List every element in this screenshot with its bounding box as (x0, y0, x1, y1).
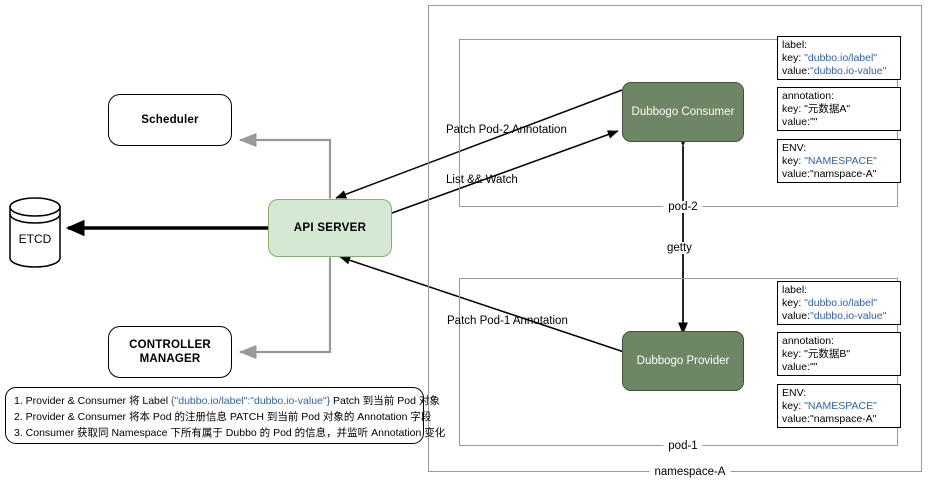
legend-line-1: 1. Provider & Consumer 将 Label {"dubbo.i… (14, 395, 440, 407)
pod-2-frame-label: pod-2 (663, 201, 703, 213)
etcd-label: ETCD (18, 232, 52, 246)
edge-apiserver-to-scheduler (238, 132, 338, 215)
dubbogo-provider-label: Dubbogo Provider (636, 355, 730, 367)
pod-1-annotation-box: annotation: key: "元数据B" value:"" (777, 332, 901, 376)
api-server-box[interactable]: API SERVER (268, 199, 392, 257)
legend-line-3: 3. Consumer 获取同 Namespace 下所有属于 Dubbo 的 … (14, 426, 446, 439)
pod-1-label-box: label: key: "dubbo.io/label" value:"dubb… (777, 281, 901, 325)
legend-box: 1. Provider & Consumer 将 Label {"dubbo.i… (5, 387, 446, 444)
edge-label-getty: getty (665, 242, 694, 254)
pod-1-label-line-2: key: "dubbo.io/label" (782, 296, 878, 309)
dubbogo-provider-box[interactable]: Dubbogo Provider (622, 331, 744, 391)
edge-label-patch-pod1: Patch Pod-1 Annotation (447, 315, 568, 327)
scheduler-box[interactable]: Scheduler (108, 94, 232, 146)
pod-1-env-box: ENV: key: "NAMESPACE" value:"namspace-A" (777, 384, 901, 428)
pod-2-annotation-line-2: key: "元数据A" (782, 102, 851, 115)
pod-1-env-line-3: value:"namspace-A" (782, 412, 877, 425)
scheduler-label: Scheduler (141, 113, 199, 126)
pod-2-label-line-3: value:"dubbo.io-value" (782, 64, 887, 77)
pod-2-annotation-box: annotation: key: "元数据A" value:"" (777, 87, 901, 131)
pod-2-env-box: ENV: key: "NAMESPACE" value:"namspace-A" (777, 139, 901, 183)
pod-1-frame-label: pod-1 (663, 440, 703, 452)
dubbogo-consumer-box[interactable]: Dubbogo Consumer (622, 82, 744, 142)
pod-1-label-line-1: label: (782, 284, 808, 296)
controller-manager-box[interactable]: CONTROLLER MANAGER (108, 326, 232, 378)
legend-line-2: 2. Provider & Consumer 将本 Pod 的注册信息 PATC… (14, 410, 432, 423)
edge-apiserver-to-controller-manager (238, 241, 338, 360)
pod-2-env-line-1: ENV: (782, 142, 807, 154)
pod-1-env-line-2: key: "NAMESPACE" (782, 399, 877, 412)
pod-2-label-box: label: key: "dubbo.io/label" value:"dubb… (777, 36, 901, 80)
controller-manager-line2: MANAGER (139, 353, 201, 365)
pod-1-annotation-line-2: key: "元数据B" (782, 347, 851, 360)
namespace-frame-label: namespace-A (649, 466, 731, 478)
pod-1-label-line-3: value:"dubbo.io-value" (782, 309, 887, 322)
pod-1-env-line-1: ENV: (782, 387, 807, 399)
pod-2-annotation-line-1: annotation: (782, 90, 834, 102)
edge-label-list-watch: List && Watch (446, 174, 518, 186)
api-server-label: API SERVER (293, 222, 367, 234)
pod-1-annotation-line-1: annotation: (782, 335, 834, 347)
dubbogo-consumer-label: Dubbogo Consumer (631, 106, 735, 118)
pod-2-label-line-1: label: (782, 39, 808, 51)
pod-1-annotation-line-3: value:"" (782, 360, 818, 373)
pod-2-env-line-2: key: "NAMESPACE" (782, 154, 877, 167)
controller-manager-label: CONTROLLER MANAGER (129, 338, 211, 367)
pod-2-env-line-3: value:"namspace-A" (782, 167, 877, 180)
edge-label-patch-pod2: Patch Pod-2 Annotation (446, 124, 567, 136)
pod-2-label-line-2: key: "dubbo.io/label" (782, 51, 878, 64)
controller-manager-line1: CONTROLLER (129, 338, 211, 351)
pod-2-annotation-line-3: value:"" (782, 115, 818, 128)
